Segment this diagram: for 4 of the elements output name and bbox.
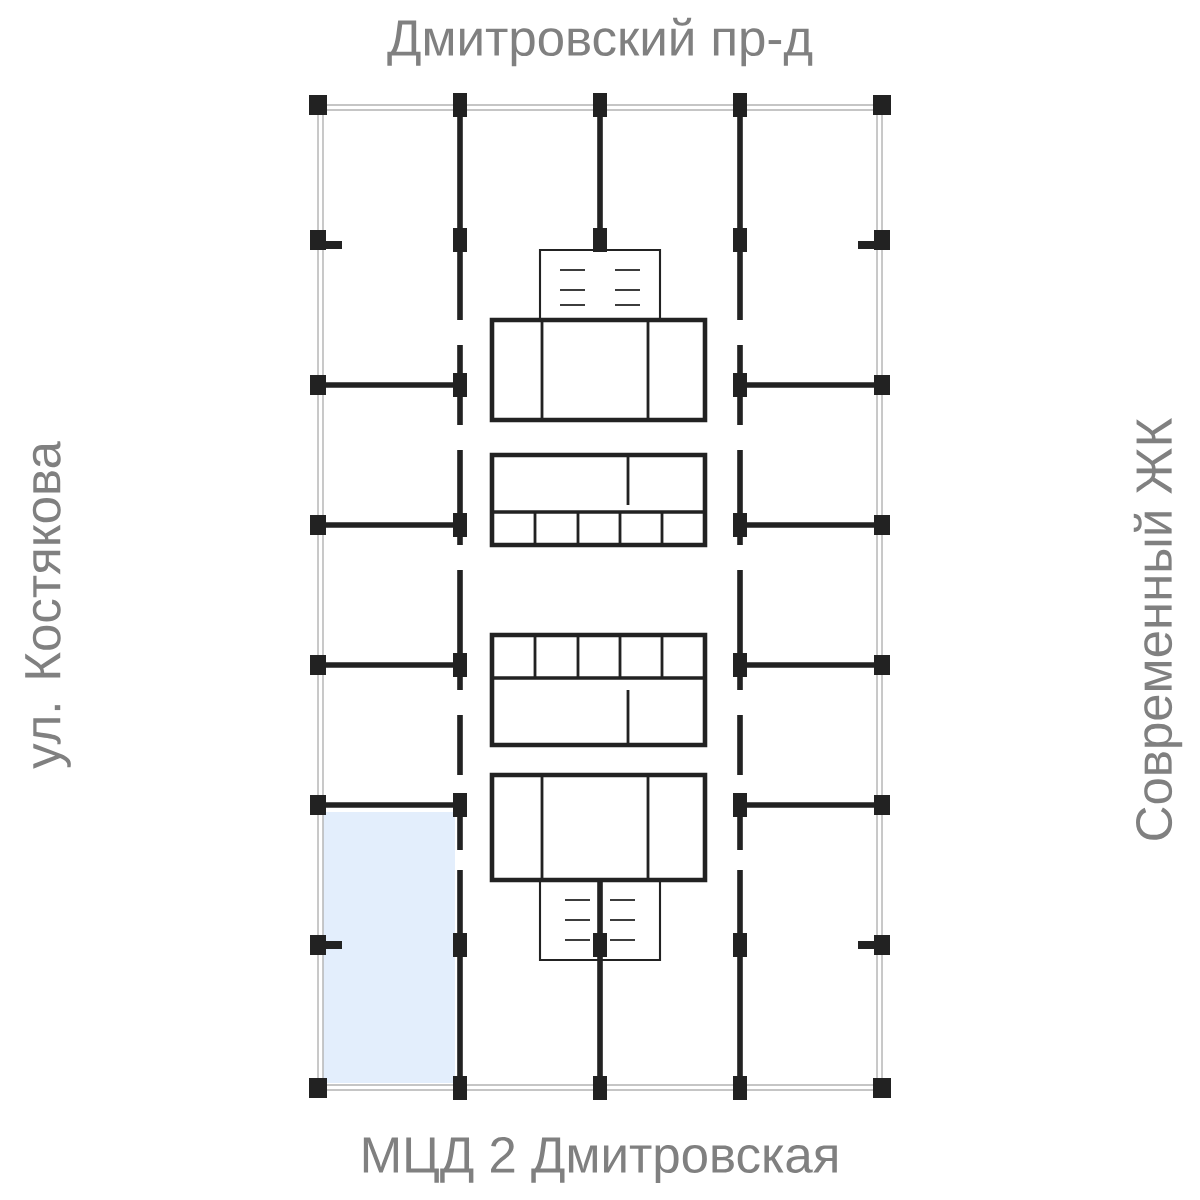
street-label: Современный ЖК (1133, 418, 1183, 840)
street-label: Дмитровский пр-д (387, 17, 813, 67)
street-label: МЦД 2 Дмитровская (363, 1136, 837, 1184)
street-label: ул. Костякова (25, 441, 71, 769)
